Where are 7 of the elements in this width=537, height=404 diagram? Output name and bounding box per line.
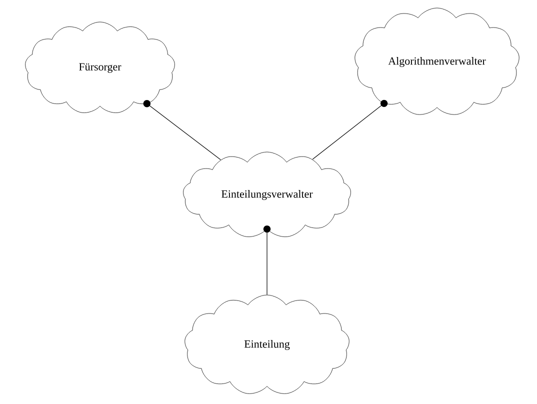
cloud-node: Einteilungsverwalter — [183, 152, 351, 238]
connector-line — [312, 100, 388, 160]
connector-line — [263, 225, 271, 296]
connector-line — [143, 100, 221, 160]
cloud-node: Einteilung — [184, 294, 350, 394]
cloud-node: Algorithmenverwalter — [354, 8, 520, 115]
cloud-node: Fürsorger — [25, 22, 175, 113]
